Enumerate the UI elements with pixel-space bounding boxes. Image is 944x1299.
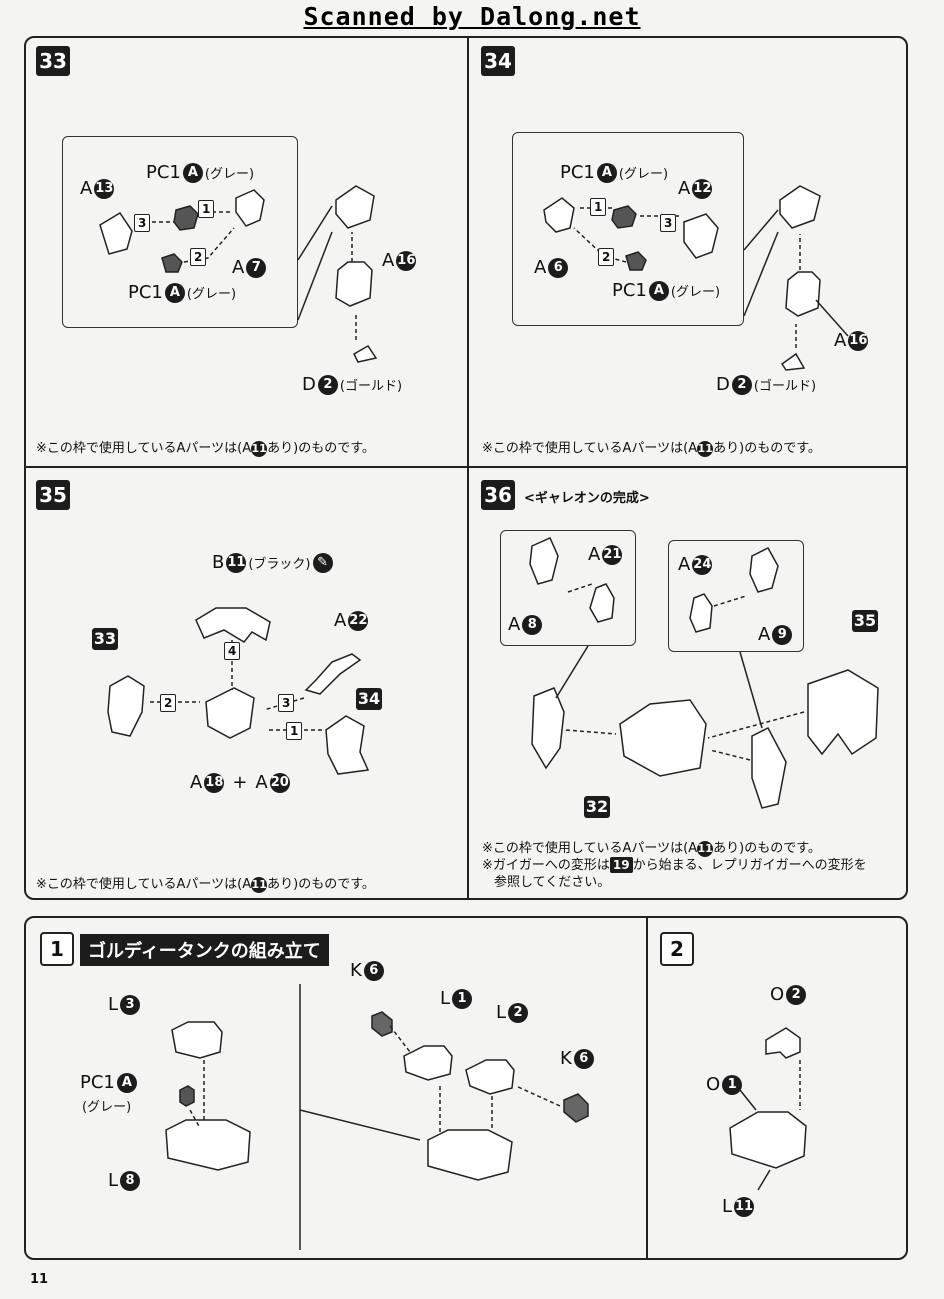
step-36-ref-35: 35 — [852, 610, 878, 632]
bottom-step-1-number: 1 — [40, 932, 74, 966]
bottom-step-1-title: ゴルディータンクの組み立て — [80, 934, 329, 966]
step-34-arrow-2: 2 — [598, 248, 615, 266]
step-36-title: <ギャレオンの完成> — [524, 491, 650, 506]
page-number: 11 — [30, 1272, 49, 1287]
step-34-arrow-3: 3 — [660, 214, 677, 232]
step-36-note-1: ※この枠で使用しているAパーツは(A11あり)のものです。 — [482, 841, 821, 857]
step-36-number: 36 — [481, 480, 515, 510]
step-35-number: 35 — [36, 480, 70, 510]
bottom-step-2-number: 2 — [660, 932, 694, 966]
step-36-box-left — [500, 530, 636, 646]
step-35-arrow-1: 1 — [286, 722, 303, 740]
step-36-note-3: 参照してください。 — [494, 875, 611, 890]
top-frame — [24, 36, 908, 900]
part-a-badge: A — [182, 162, 203, 183]
step-33-arrow-2: 2 — [190, 248, 207, 266]
step-33-subassembly-box — [62, 136, 298, 328]
step-36-ref-32: 32 — [584, 796, 610, 818]
step-33-arrow-1: 1 — [198, 200, 215, 218]
step-35-ref-34: 34 — [356, 688, 382, 710]
bottom-step-1-label-pc1a-color: (グレー) — [82, 1100, 132, 1115]
step-34-note: ※この枠で使用しているAパーツは(A11あり)のものです。 — [482, 441, 821, 457]
step-35-ref-33: 33 — [92, 628, 118, 650]
step-36-box-right — [668, 540, 804, 652]
top-horizontal-divider — [24, 466, 908, 468]
step-34-number: 34 — [481, 46, 515, 76]
step-33-arrow-3: 3 — [134, 214, 151, 232]
step-35-arrow-2: 2 — [160, 694, 177, 712]
step-34-subassembly-box — [512, 132, 744, 326]
scan-credit: Scanned by Dalong.net — [303, 2, 641, 31]
step-34-arrow-1: 1 — [590, 198, 607, 216]
top-vertical-divider — [467, 36, 469, 900]
step-33-number: 33 — [36, 46, 70, 76]
step-35-arrow-3: 3 — [278, 694, 295, 712]
bottom-frame — [24, 916, 908, 1260]
bottom-vertical-divider — [646, 916, 648, 1260]
step-33-note: ※この枠で使用しているAパーツは(A11あり)のものです。 — [36, 441, 375, 457]
step-35-note: ※この枠で使用しているAパーツは(A11あり)のものです。 — [36, 877, 375, 893]
step-35-arrow-4: 4 — [224, 642, 241, 660]
paint-icon: ✎ — [312, 552, 333, 573]
